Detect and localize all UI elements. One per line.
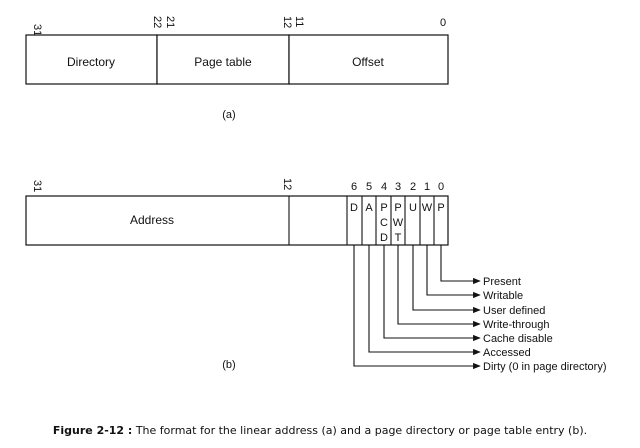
flag-pwt-letter: P [394,202,401,214]
flag-accessed-description: Accessed [483,347,531,359]
flag-pwt-letter: W [393,217,404,229]
caption-text: The format for the linear address (a) an… [132,424,588,437]
flag-pwt-letter: T [395,232,402,244]
offset-label: Offset [352,55,384,69]
flag-accessed-letter: A [365,202,373,214]
flag-write-through-description: Write-through [483,319,549,331]
flag-present-letter: P [437,202,444,214]
bit-label-a: 22 [151,16,163,28]
leader-present [440,245,481,285]
flag-cache-disable-description: Cache disable [483,333,553,345]
bit-label-a: 21 [164,16,176,28]
bit-label-a: 31 [31,24,43,36]
flag-bit-number: 2 [410,181,416,193]
flag-writable-description: Writable [483,290,523,302]
flag-bit-number: 5 [366,181,372,193]
flag-user-letter: U [409,202,417,214]
bit-label-b: 31 [31,180,43,192]
subfigure-label-a: (a) [222,109,235,121]
page-table-label: Page table [194,55,252,69]
caption-figure-number: Figure 2-12 : [52,424,133,437]
flag-pcd-letter: C [380,217,388,229]
flag-bit-number: 1 [424,181,430,193]
flag-present-description: Present [483,276,521,288]
offset-field [288,34,449,85]
directory-label: Directory [67,55,115,69]
flag-bit-number: 0 [438,181,444,193]
flag-dirty-description: Dirty (0 in page directory) [483,361,607,373]
diagram-b: 31 12 6 5 4 3 2 1 0 Address D A P C D P … [25,178,607,373]
leader-writable [426,245,481,299]
leader-user [412,245,481,314]
flag-user-description: User defined [483,305,545,317]
page-table-format-diagram: 31 22 21 12 11 0 Directory Page table Of… [25,16,607,373]
leader-cache-disable [383,245,481,342]
flag-pcd-letter: D [380,232,388,244]
diagram-a: 31 22 21 12 11 0 Directory Page table Of… [25,16,449,121]
flag-pcd-letter: P [380,202,387,214]
figure-caption: Figure 2-12 : The format for the linear … [0,424,640,437]
bit-label-a: 0 [440,17,446,29]
page-table-field [156,34,290,85]
flag-writable-letter: W [422,202,433,214]
bit-label-b: 12 [281,178,293,190]
leader-write-through [397,245,481,328]
address-label: Address [130,213,174,227]
subfigure-label-b: (b) [222,359,235,371]
flag-bit-number: 6 [351,181,357,193]
bit-label-a: 12 [281,16,293,28]
flag-bit-number: 3 [395,181,401,193]
entry-outline [25,195,449,246]
flag-bit-number: 4 [381,181,387,193]
leader-dirty [353,245,481,370]
flag-dirty-letter: D [350,202,358,214]
leader-accessed [368,245,481,356]
bit-label-a: 11 [293,16,305,27]
